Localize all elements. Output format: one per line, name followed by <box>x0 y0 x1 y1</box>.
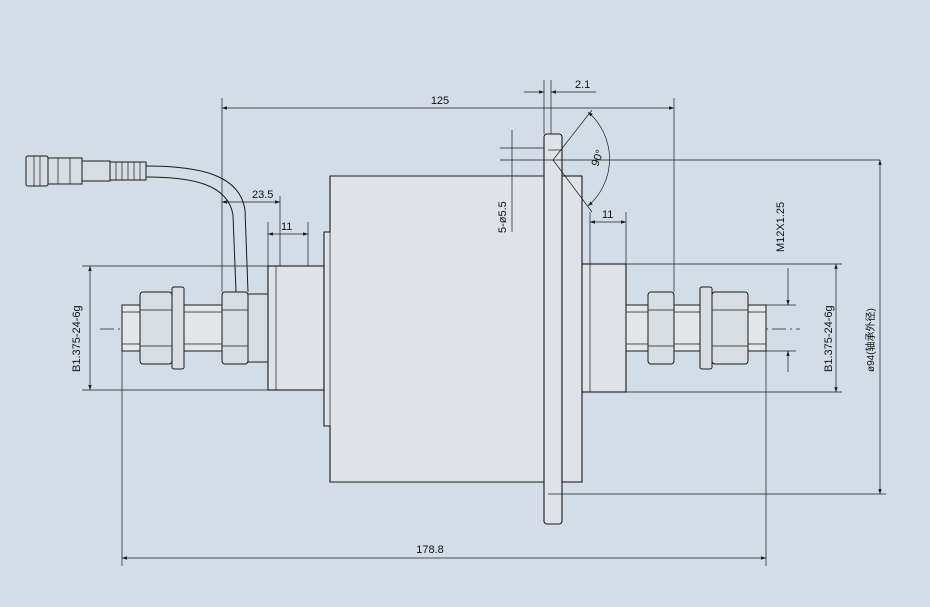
dim-right-thread: B1.375-24-6g <box>626 263 842 393</box>
motor-body <box>323 175 549 483</box>
dim-right-thread-label: B1.375-24-6g <box>823 305 835 372</box>
left-bearing-boss <box>267 265 325 391</box>
dim-11-right-label: 11 <box>602 209 613 221</box>
dim-125: 125 <box>221 95 675 292</box>
dim-left-thread: B1.375-24-6g <box>71 265 268 391</box>
cable-connector <box>25 155 249 293</box>
flange <box>543 133 563 525</box>
dim-diameter-label: ø94(轴承外径) <box>864 308 877 372</box>
dim-23-5-label: 23.5 <box>252 189 273 201</box>
dim-2-1: 2.1 <box>524 79 596 134</box>
dim-125-label: 125 <box>431 95 449 107</box>
dim-178-8-label: 178.8 <box>416 544 444 556</box>
dim-11-left-label: 11 <box>281 221 292 233</box>
dim-11-right: 11 <box>589 209 627 264</box>
dim-2-1-label: 2.1 <box>575 79 590 91</box>
dim-11-left: 11 <box>267 221 309 266</box>
dim-holes-label: 5-ø5.5 <box>497 201 509 233</box>
left-shaft-assembly <box>121 286 271 370</box>
dim-angle: 90° <box>500 109 880 213</box>
dim-diameter: ø94(轴承外径) <box>548 160 886 495</box>
dim-shaft-thread: M12X1.25 <box>766 202 796 372</box>
dim-178-8: 178.8 <box>121 351 767 566</box>
dim-angle-label: 90° <box>590 148 607 168</box>
dim-23-5: 23.5 <box>222 189 281 266</box>
flange-hub <box>561 175 583 483</box>
dim-holes: 5-ø5.5 <box>497 130 513 233</box>
dim-shaft-thread-label: M12X1.25 <box>775 202 787 252</box>
right-bearing-boss <box>581 263 627 393</box>
right-shaft-assembly <box>625 286 767 370</box>
dim-left-thread-label: B1.375-24-6g <box>71 305 83 372</box>
